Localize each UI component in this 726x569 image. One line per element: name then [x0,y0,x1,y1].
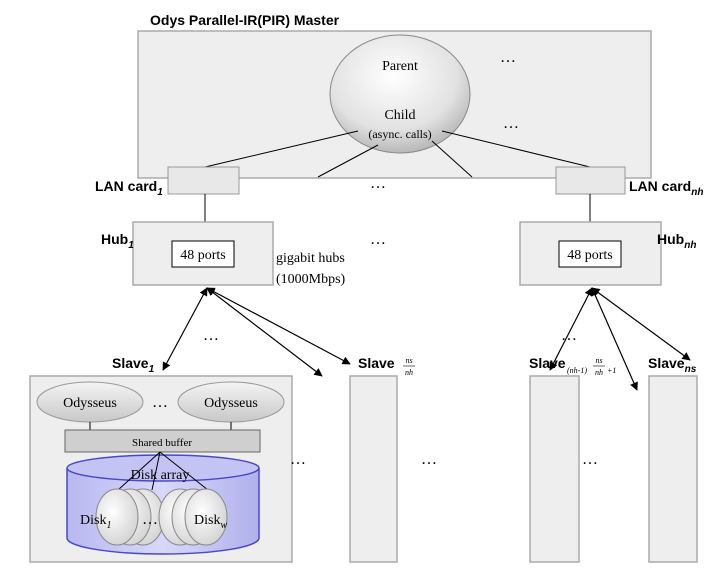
hub-1-ports-label: 48 ports [180,248,226,263]
hub-1-label: Hub1 [101,231,134,251]
hub-nh-slave-links [549,287,691,391]
master-ellipsis-bottom: … [370,175,386,192]
shared-buffer-label: Shared buffer [132,437,192,449]
disk-group-1 [95,488,165,546]
svg-text:Slave: Slave [358,355,395,371]
hub-nh-label: Hubnh [657,231,696,251]
slave-mid-box [349,375,398,563]
svg-text:Slave: Slave [529,355,566,371]
hub-1-links-ellipsis: … [203,327,219,344]
svg-text:ns: ns [595,356,602,365]
child-note: (async. calls) [368,127,431,141]
slave-ns-box [648,375,698,563]
child-connections [204,130,591,178]
lan-card-nh-box [555,166,626,195]
hub-nh-links-ellipsis: … [561,327,577,344]
master-title: Odys Parallel-IR(PIR) Master [150,12,340,28]
odysseus-ellipsis: … [152,394,168,411]
slaves-ellipsis-2: … [421,451,437,468]
master-ellipsis-mid: … [503,115,519,132]
slave-group-last-box [529,375,580,563]
lan-card-1-label: LAN card1 [95,178,163,198]
child-label: Child [384,108,415,123]
master-ellipsis-top: … [500,49,516,66]
slaves-ellipsis-3: … [582,451,598,468]
lan-card-1-box [167,166,240,195]
disks-ellipsis: … [142,511,158,528]
buffer-disk-links [117,451,209,491]
slave-1-label: Slave1 [112,355,155,375]
odysseus-1-label: Odysseus [63,396,117,411]
disk-1-label: Disk1 [80,513,111,531]
hub-ellipsis: … [370,231,386,248]
svg-text:nh: nh [595,368,603,377]
slaves-ellipsis-1: … [290,451,306,468]
svg-text:nh: nh [405,368,413,377]
slave-ns-label: Slavens [648,355,697,375]
svg-text:ns: ns [405,356,412,365]
hub-1-ports [171,240,235,268]
odysseus-n-label: Odysseus [204,396,258,411]
hub-nh-ports [558,240,622,268]
slave-mid-label: Slave ns nh [358,355,415,377]
disk-array-label: Disk array [131,468,190,483]
disk-w-label: Diskw [194,513,227,531]
slave-group-last-label: Slave (nh-1) ns nh +1 [529,355,616,377]
hub-1-slave-links [162,287,351,377]
svg-text:(nh-1): (nh-1) [567,366,587,375]
hub-note-line1: gigabit hubs [276,251,345,266]
svg-text:+1: +1 [607,366,616,375]
shared-buffer [64,429,261,453]
parent-label: Parent [382,59,418,74]
parent-child-sphere [329,34,471,154]
hub-note-line2: (1000Mbps) [276,272,346,287]
hub-nh-ports-label: 48 ports [567,248,613,263]
disk-group-w [158,488,228,546]
lan-card-nh-label: LAN cardnh [629,178,703,198]
